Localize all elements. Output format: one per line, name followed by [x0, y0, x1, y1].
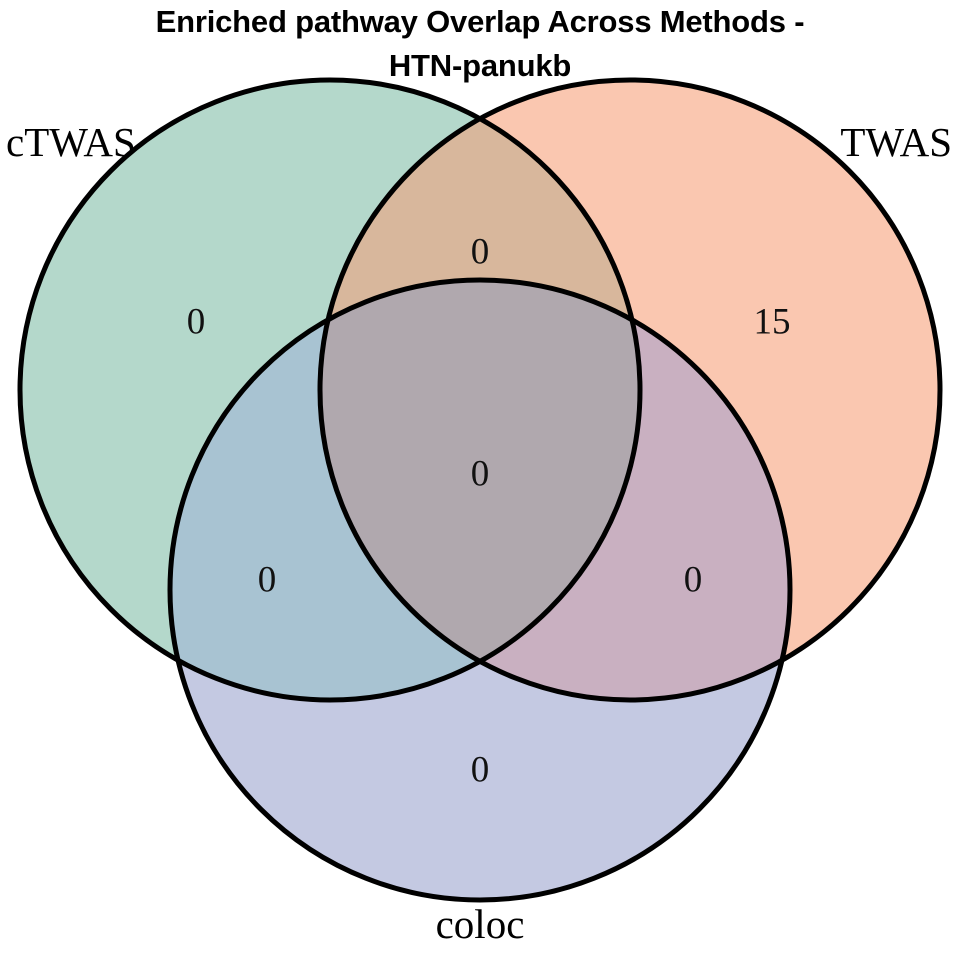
- region-count-all-three: 0: [470, 453, 490, 495]
- set-label-twas: TWAS: [840, 119, 952, 165]
- page-title: Enriched pathway Overlap Across Methods …: [0, 0, 960, 88]
- circle-outline-twas: [317, 77, 943, 703]
- region-count-coloc-only: 0: [470, 749, 490, 791]
- title-line-1: Enriched pathway Overlap Across Methods …: [155, 4, 805, 39]
- region-count-ctwas-only: 0: [186, 301, 206, 343]
- circle-outline-ctwas: [17, 77, 643, 703]
- set-label-coloc: coloc: [435, 901, 525, 947]
- set-label-ctwas: cTWAS: [6, 119, 136, 165]
- region-count-ctwas-coloc: 0: [257, 559, 277, 601]
- region-count-ctwas-twas: 0: [470, 231, 490, 273]
- title-line-2: HTN-panukb: [388, 48, 572, 83]
- region-count-twas-coloc: 0: [683, 559, 703, 601]
- circle-outline-coloc: [167, 277, 793, 903]
- region-count-twas-only: 15: [753, 301, 791, 343]
